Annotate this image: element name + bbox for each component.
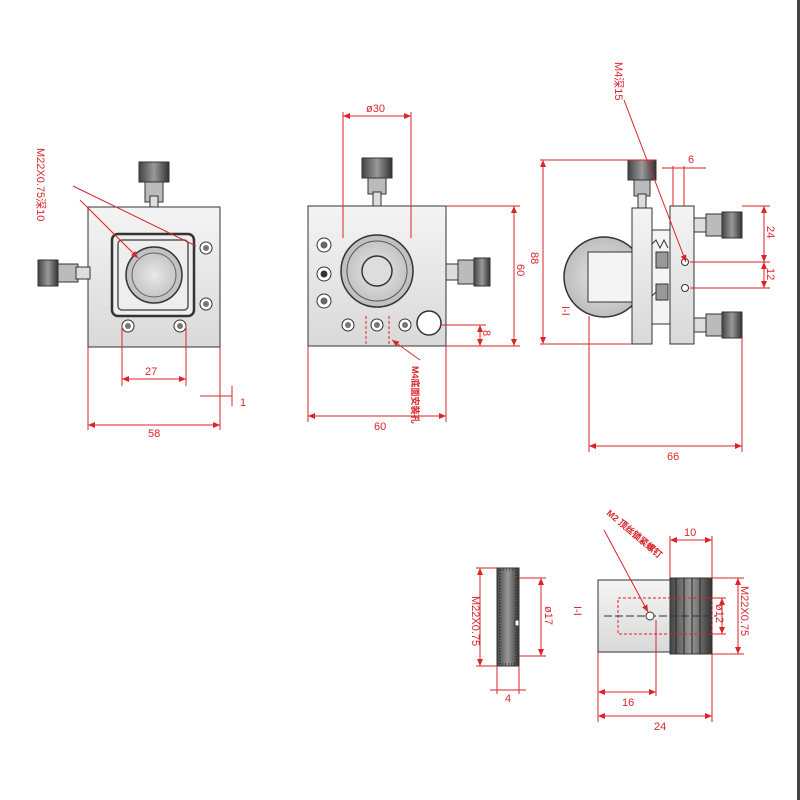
front-dim-1: 1 — [240, 397, 246, 409]
side-dim-bore: ø30 — [366, 103, 385, 115]
holder-dim-thread: M22X0.75 — [738, 586, 750, 636]
front-lens — [125, 246, 183, 304]
lens-ring-thread: M22X0.75 — [469, 596, 481, 646]
side-knob-top — [361, 157, 393, 179]
section-knob-right-upper — [721, 211, 743, 239]
section-dim-height: 88 — [528, 252, 540, 264]
section-knob-top — [627, 159, 657, 181]
holder-section-view: M2 顶丝锁紧螺钉 10 ø12 M22X0.75 16 24 I-I — [571, 507, 750, 733]
front-dim-58: 58 — [148, 428, 160, 440]
section-dim-24: 24 — [764, 226, 776, 238]
section-front-plate — [631, 207, 653, 345]
side-dim-height: 60 — [514, 264, 526, 276]
side-view: M4底面安装孔 ø30 60 8 60 — [307, 103, 526, 433]
front-dim-27: 27 — [145, 366, 157, 378]
section-knob-right-lower — [721, 311, 743, 339]
lens-ring-inner: ø17 — [542, 606, 554, 625]
lens-ring-body — [496, 567, 520, 667]
section-tap-note: M4深15 — [612, 62, 625, 101]
holder-screw-note: M2 顶丝锁紧螺钉 — [605, 507, 665, 560]
section-view: M4深15 6 88 24 12 66 I-I — [528, 62, 776, 463]
section-dim-6: 6 — [688, 154, 694, 166]
side-dim-width: 60 — [374, 421, 386, 433]
side-mount-note: M4底面安装孔 — [410, 366, 421, 424]
front-thread-note: M22X0.75深10 — [34, 148, 47, 221]
lens-ring-thickness: 4 — [505, 693, 511, 705]
section-back-plate — [669, 205, 695, 345]
lens-ring-view: M22X0.75 ø17 4 — [469, 567, 554, 705]
knob-top — [138, 161, 170, 183]
section-label: I-I — [559, 306, 571, 316]
holder-dim-16: 16 — [622, 697, 634, 709]
front-view: M22X0.75深10 27 58 1 — [34, 148, 246, 440]
holder-section-label: I-I — [571, 606, 583, 616]
side-dim-8: 8 — [480, 330, 492, 336]
side-knob-right — [473, 257, 491, 287]
section-dim-12: 12 — [764, 268, 776, 280]
knob-left — [37, 259, 59, 287]
section-dim-length: 66 — [667, 451, 679, 463]
page-edge — [797, 0, 800, 800]
holder-dim-10: 10 — [684, 527, 696, 539]
holder-dim-bore: ø12 — [713, 604, 725, 623]
holder-dim-24: 24 — [654, 721, 666, 733]
